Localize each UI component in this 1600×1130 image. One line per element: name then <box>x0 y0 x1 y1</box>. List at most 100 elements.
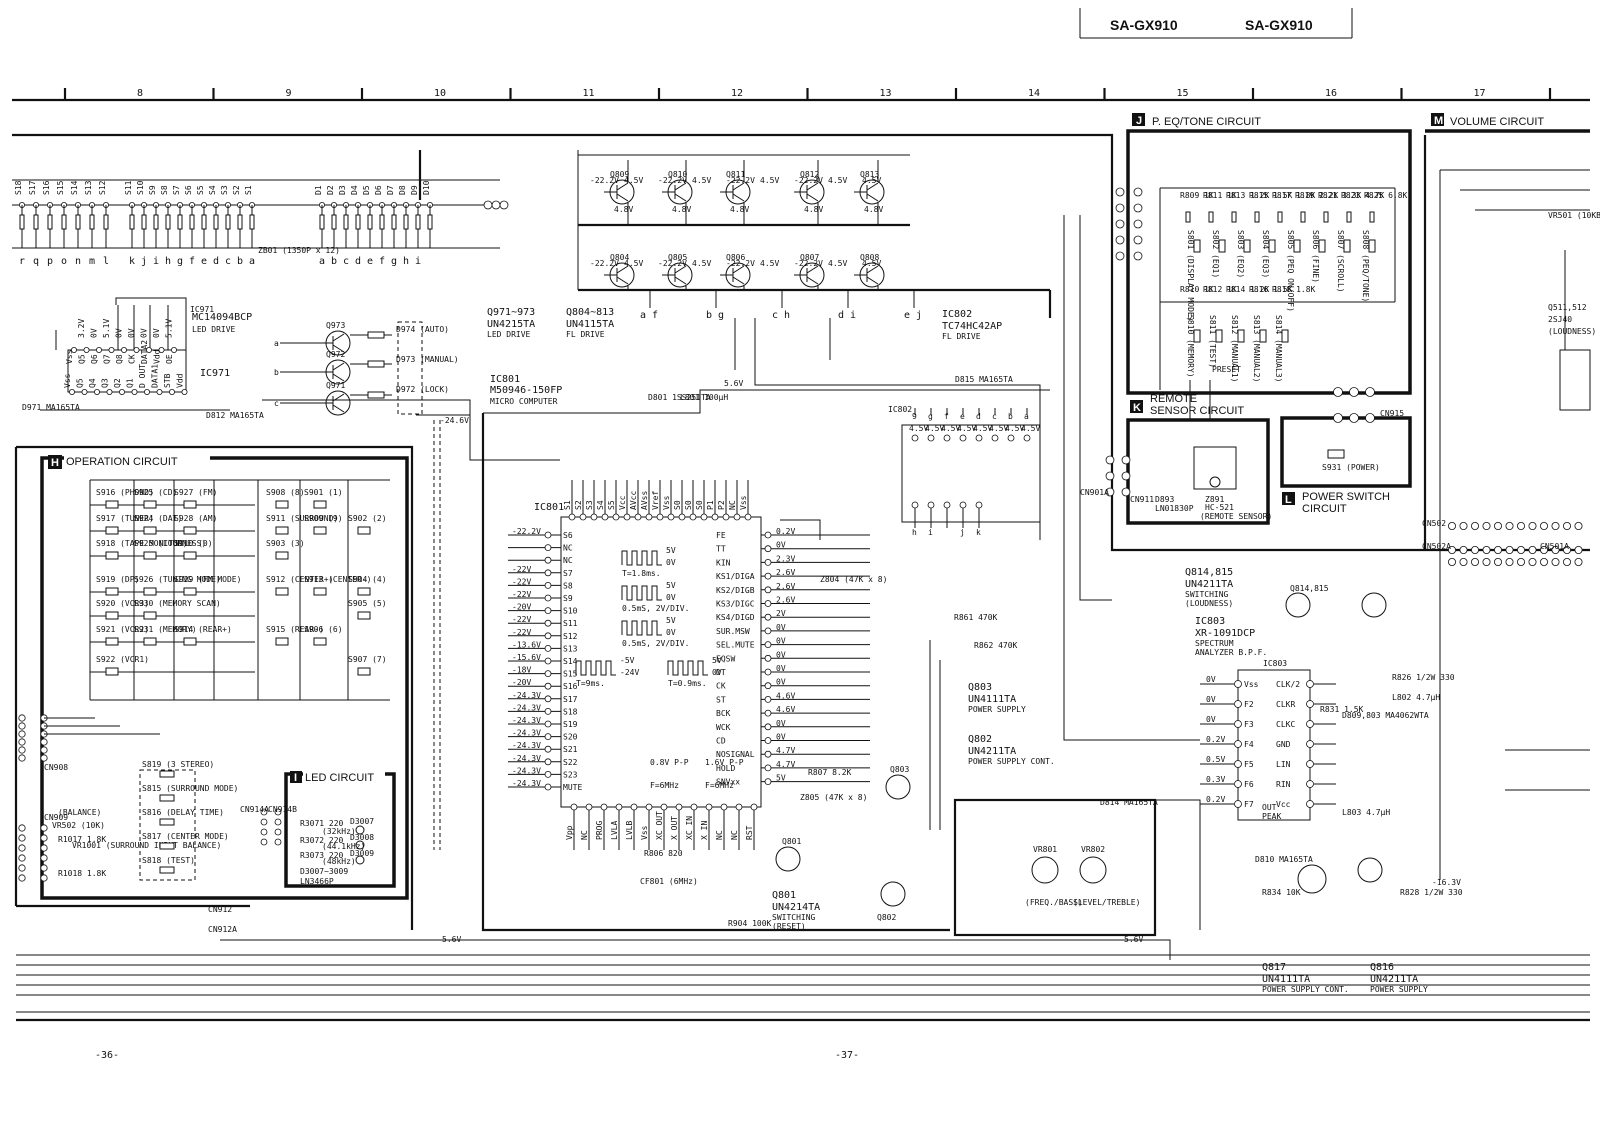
cn909-pin <box>18 854 26 862</box>
transistor-q805-label: Q805 <box>668 253 687 262</box>
operation-switch[interactable] <box>143 611 157 620</box>
ic801-volt: -15.6V <box>512 653 541 662</box>
wire <box>866 276 879 285</box>
operation-switch[interactable] <box>183 551 197 560</box>
ic801-pin <box>764 627 772 635</box>
operation-switch[interactable] <box>275 637 289 646</box>
fl-volt-bottom: 4.5V <box>692 259 711 268</box>
operation-switch[interactable] <box>275 587 289 596</box>
vr-knob-vr802[interactable] <box>1079 856 1107 884</box>
operation-switch[interactable] <box>105 551 119 560</box>
operation-switch[interactable] <box>183 587 197 596</box>
ic802-volt: 4.5V <box>1005 424 1024 433</box>
operation-switch[interactable] <box>357 667 371 676</box>
operation-switch[interactable] <box>183 526 197 535</box>
led-circuit-part: LN3466P <box>300 877 334 886</box>
ic801-pin <box>544 708 552 715</box>
preset-switch[interactable] <box>1237 329 1245 343</box>
fl-volt-top: -22.2V <box>794 176 823 185</box>
operation-switch[interactable] <box>313 526 327 535</box>
ic801-pin <box>544 569 552 577</box>
ic801-pin <box>764 613 772 621</box>
operation-switch[interactable] <box>105 637 119 646</box>
remote-part: HC-521 <box>1205 503 1234 512</box>
small-switch[interactable] <box>159 794 175 802</box>
operation-switch[interactable] <box>183 637 197 646</box>
peq-switch[interactable] <box>1293 239 1301 253</box>
ic971-pin-label: Vdd <box>176 373 185 388</box>
peq-switch[interactable] <box>1268 239 1276 253</box>
peq-switch-label: S805 (PEQ ON/OFF) <box>1286 230 1295 312</box>
grid-diode <box>47 214 53 230</box>
operation-switch[interactable] <box>143 637 157 646</box>
ic801-pin-label: S1 <box>563 500 572 510</box>
operation-switch[interactable] <box>143 587 157 596</box>
operation-switch[interactable] <box>105 500 119 509</box>
operation-switch[interactable] <box>357 526 371 535</box>
operation-switch[interactable] <box>143 526 157 535</box>
ic801-volt: 0V <box>776 541 786 550</box>
ic801-pin <box>764 668 772 676</box>
q801-name: Q801 <box>772 890 796 901</box>
operation-switch[interactable] <box>313 500 327 509</box>
q817-part: UN4111TA <box>1262 974 1310 985</box>
operation-switch[interactable] <box>313 587 327 596</box>
preset-switch[interactable] <box>1281 329 1289 343</box>
transistor-q810: Q810 <box>662 170 693 205</box>
small-switch[interactable] <box>159 818 175 826</box>
peq-switch[interactable] <box>1193 239 1201 253</box>
operation-switch[interactable] <box>143 551 157 560</box>
operation-switch[interactable] <box>275 500 289 509</box>
l803-label: L803 4.7μH <box>1342 808 1390 817</box>
small-switch[interactable] <box>159 866 175 874</box>
wire <box>732 276 745 285</box>
small-switch[interactable] <box>159 770 175 778</box>
led-circuit-led <box>355 855 365 865</box>
operation-switch[interactable] <box>105 526 119 535</box>
transistor-q807-label: Q807 <box>800 253 819 262</box>
operation-switch[interactable] <box>105 667 119 676</box>
small-switch[interactable] <box>159 842 175 850</box>
cn909-pin <box>40 844 48 852</box>
peq-switch[interactable] <box>1318 239 1326 253</box>
operation-switch-label: S926 (TUNING MODE) <box>134 575 221 584</box>
transistor-q806: Q806 <box>720 253 751 288</box>
peq-switch[interactable] <box>1368 239 1376 253</box>
operation-switch[interactable] <box>275 526 289 535</box>
operation-switch[interactable] <box>105 587 119 596</box>
peq-resistor <box>1323 211 1329 223</box>
ic801-volt: -18V <box>512 666 531 675</box>
operation-switch-label: S914 (REAR+) <box>174 625 232 634</box>
preset-switch[interactable] <box>1259 329 1267 343</box>
ic803-pin <box>1234 760 1242 768</box>
grid-letter-a: a <box>319 256 325 267</box>
preset-switch[interactable] <box>1215 329 1223 343</box>
cn915-pin <box>1333 387 1343 397</box>
ic801-volt: 0V <box>776 664 786 673</box>
ic801-volt: -22V <box>512 628 531 637</box>
cn914-pin <box>260 818 268 826</box>
operation-switch[interactable] <box>183 500 197 509</box>
ic801-volt: -24.3V <box>512 703 541 712</box>
operation-switch[interactable] <box>357 611 371 620</box>
cn502a-pin <box>1517 546 1526 555</box>
ic803-volt: 0V <box>1206 695 1216 704</box>
vr-knob-vr801[interactable] <box>1031 856 1059 884</box>
operation-switch-label: S906 (6) <box>304 625 343 634</box>
operation-switch[interactable] <box>105 611 119 620</box>
peq-switch[interactable] <box>1343 239 1351 253</box>
power-switch[interactable] <box>1327 449 1345 459</box>
cn501a-label: CN501A <box>1540 542 1569 551</box>
d814-label: D814 MA165TA <box>1100 798 1158 807</box>
peq-switch[interactable] <box>1218 239 1226 253</box>
operation-switch[interactable] <box>143 500 157 509</box>
q814-part: UN4211TA <box>1185 579 1233 590</box>
grid-diode <box>319 214 325 230</box>
operation-switch[interactable] <box>313 637 327 646</box>
operation-switch[interactable] <box>275 551 289 560</box>
preset-switch[interactable] <box>1193 329 1201 343</box>
wire <box>732 182 745 191</box>
peq-switch[interactable] <box>1243 239 1251 253</box>
operation-switch[interactable] <box>357 587 371 596</box>
